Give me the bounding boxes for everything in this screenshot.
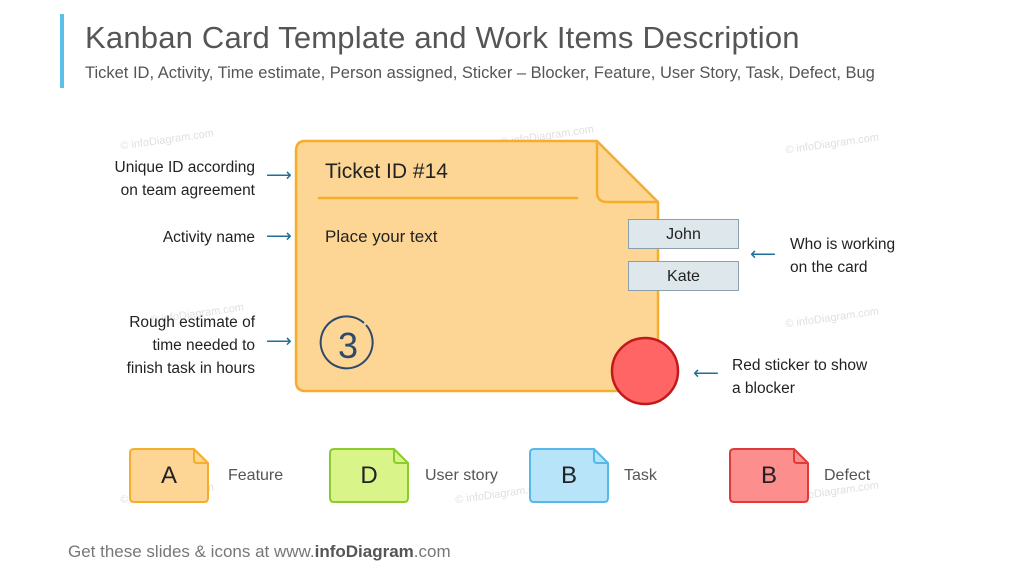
legend-label: Task <box>624 467 657 484</box>
arrow-right-icon: ⟶ <box>266 331 292 351</box>
page-title: Kanban Card Template and Work Items Desc… <box>85 20 800 55</box>
annotation-unique-id: Unique ID according on team agreement <box>114 159 255 199</box>
title-accent-bar <box>60 14 64 88</box>
arrow-right-icon: ⟶ <box>266 226 292 246</box>
page-subtitle: Ticket ID, Activity, Time estimate, Pers… <box>85 64 875 82</box>
legend-card <box>729 448 809 503</box>
legend-label: User story <box>425 467 498 484</box>
assignee-tag: John <box>628 219 739 249</box>
card-folded-corner <box>595 141 658 204</box>
arrow-left-icon: ⟵ <box>750 244 776 264</box>
annotation-activity: Activity name <box>162 229 255 246</box>
footer-credit: Get these slides & icons at www.infoDiag… <box>68 542 451 561</box>
annotation-estimate: Rough estimate of time needed to finish … <box>126 314 255 377</box>
legend-card-fold <box>193 449 208 464</box>
estimate-ring <box>319 315 374 370</box>
legend-letter: B <box>560 462 577 489</box>
time-estimate: 3 <box>337 325 359 366</box>
annotation-who-working: Who is working on the card <box>790 236 896 276</box>
annotation-blocker: Red sticker to show a blocker <box>732 357 868 397</box>
footer-brand: infoDiagram <box>314 542 414 561</box>
assignee-tag: Kate <box>628 261 739 291</box>
legend-card-fold <box>593 449 608 464</box>
arrow-right-icon: ⟶ <box>266 165 292 185</box>
blocker-sticker <box>610 336 680 406</box>
ticket-id: Ticket ID #14 <box>325 160 448 183</box>
legend-card-fold <box>393 449 408 464</box>
activity-text: Place your text <box>325 227 438 246</box>
legend-letter: D <box>360 462 378 489</box>
legend-card <box>129 448 209 503</box>
legend-label: Defect <box>824 467 871 484</box>
legend-letter: A <box>160 462 177 489</box>
legend-cards <box>129 448 809 503</box>
legend-card <box>329 448 409 503</box>
legend-letter: B <box>760 462 777 489</box>
legend-label: Feature <box>228 467 284 484</box>
arrow-left-icon: ⟵ <box>693 363 719 383</box>
legend-card-fold <box>793 449 808 464</box>
legend-card <box>529 448 609 503</box>
